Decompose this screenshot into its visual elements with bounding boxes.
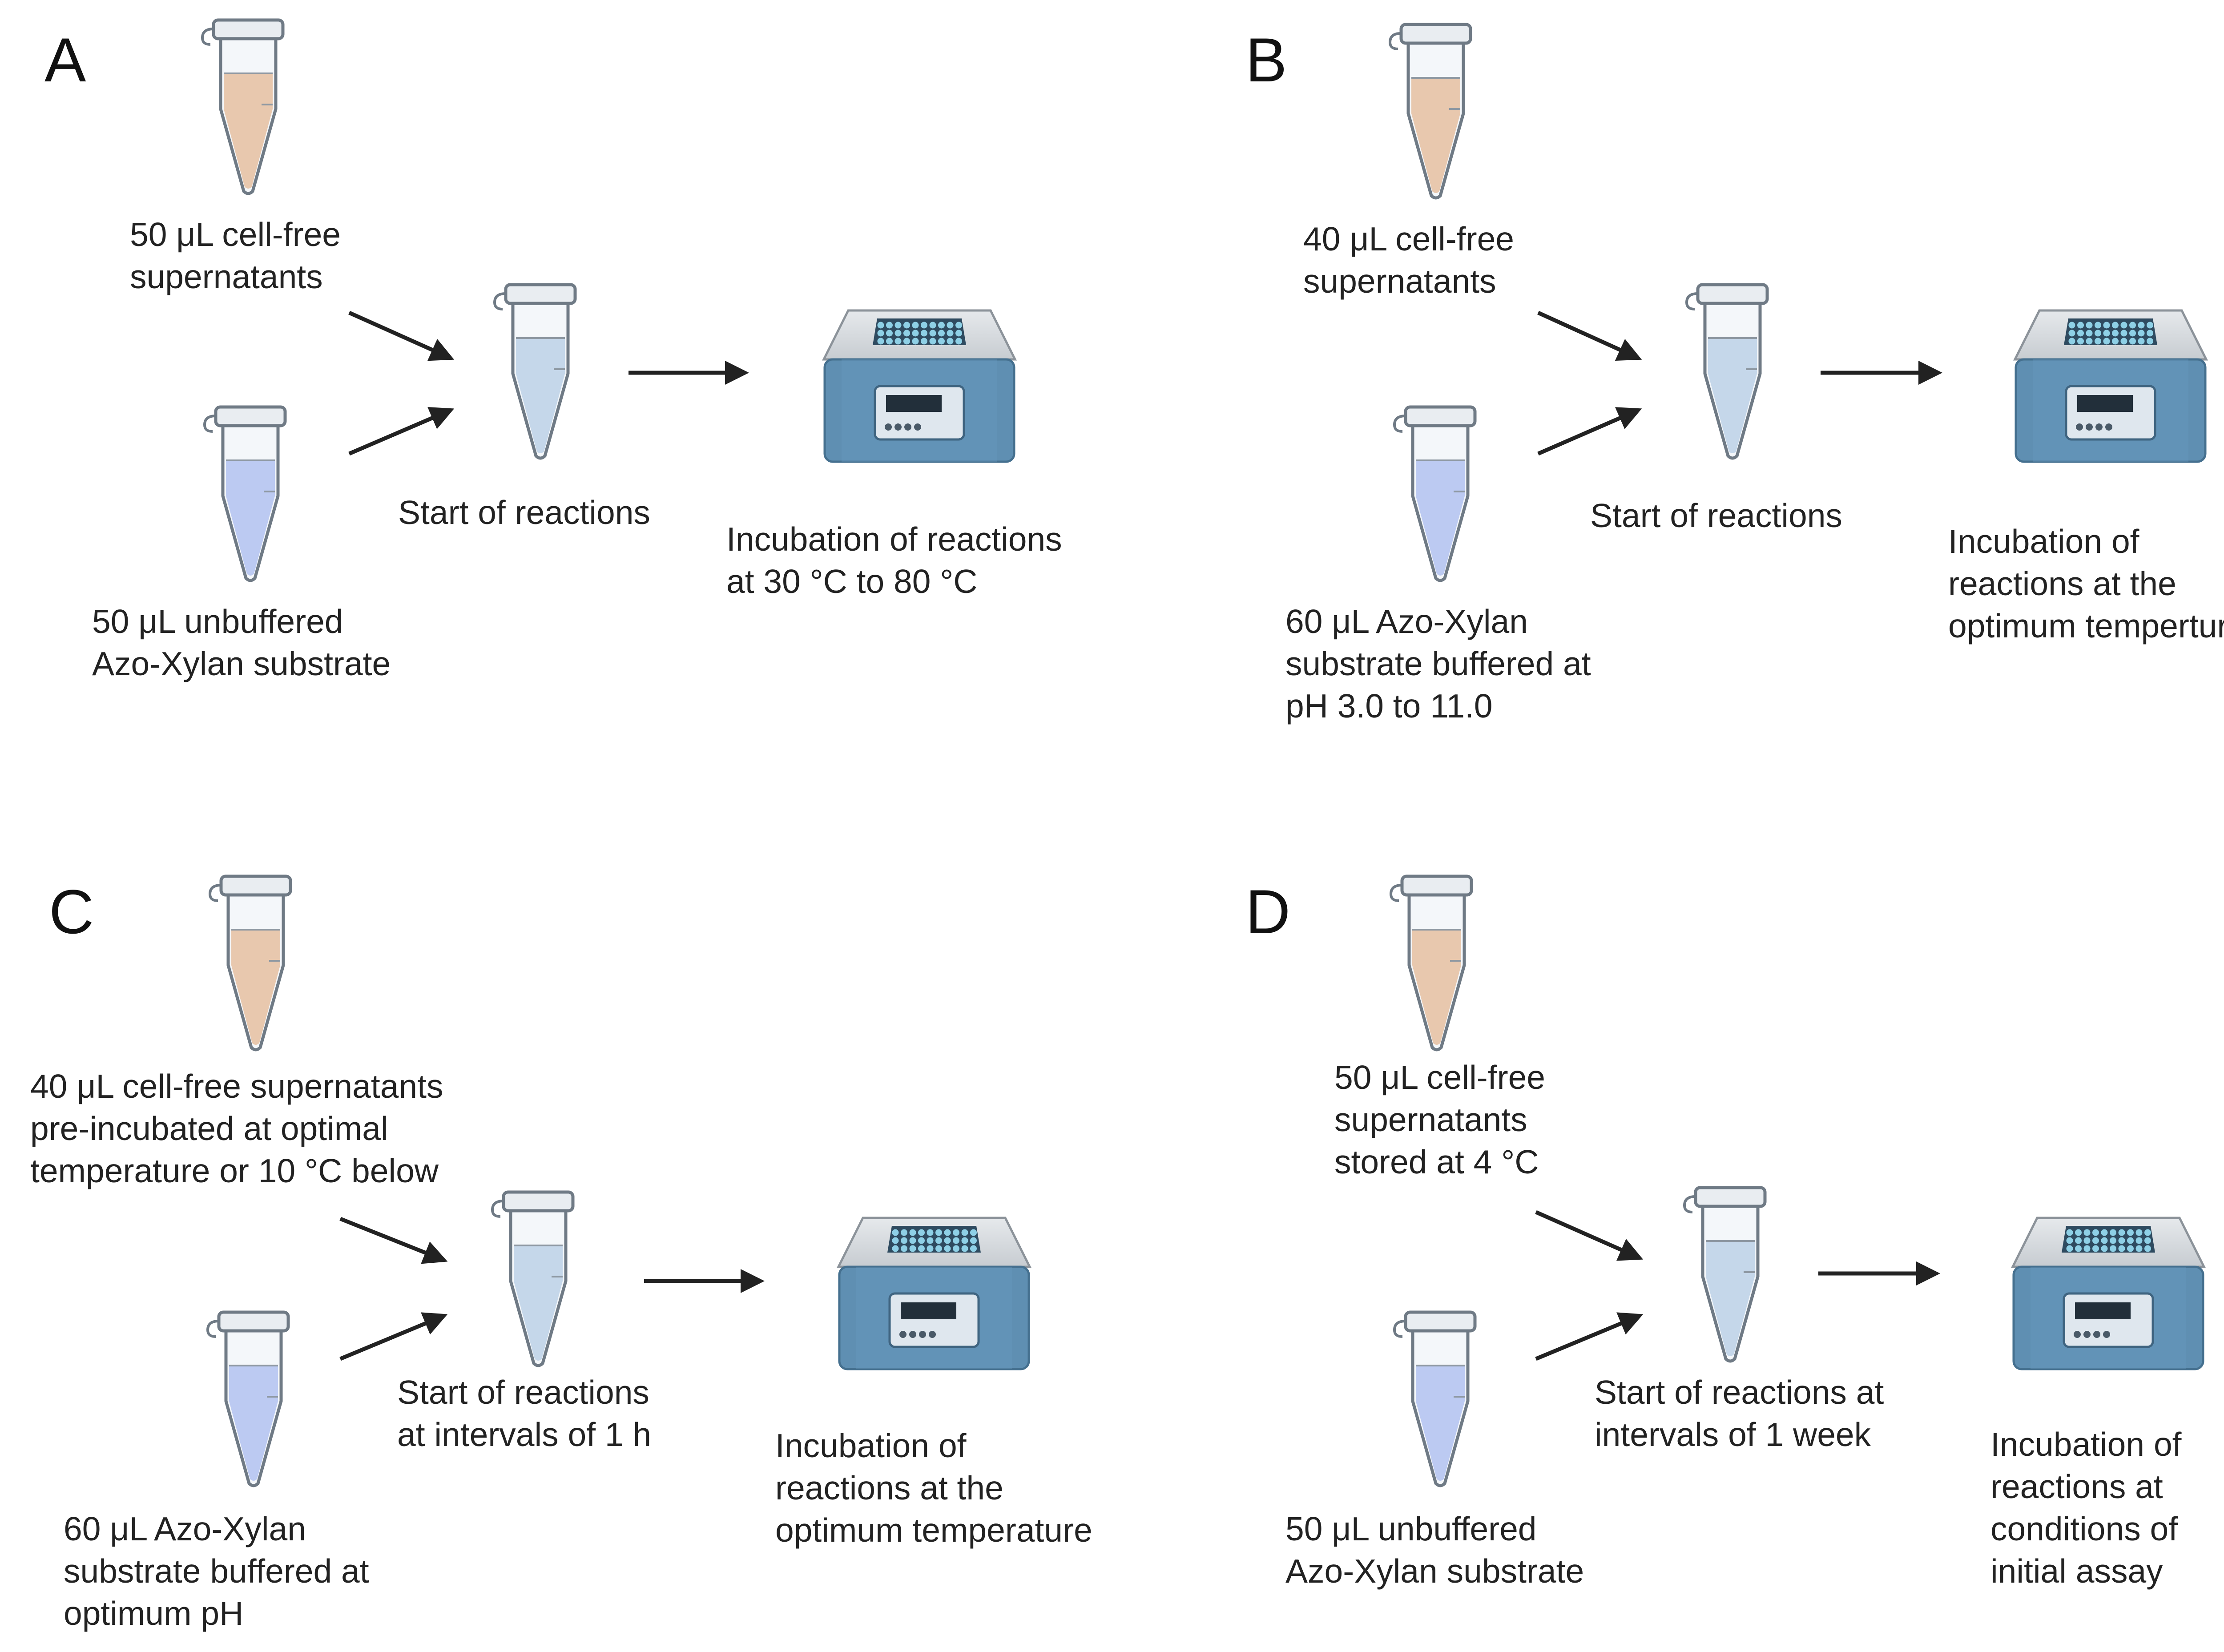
substrate-tube-icon-c	[206, 1310, 290, 1487]
supernatant-arrow-icon-d	[1535, 1210, 1644, 1261]
supernatant-label-b: 40 μL cell-free supernatants	[1303, 220, 1514, 300]
supernatant-label-d: 50 μL cell-free supernatants stored at 4…	[1334, 1059, 1545, 1181]
substrate-label-d: 50 μL unbuffered Azo-Xylan substrate	[1285, 1510, 1584, 1590]
incubation-label-b: Incubation of reactions at the optimum t…	[1948, 523, 2224, 645]
incubator-icon-c	[836, 1217, 1032, 1370]
reaction-tube-icon-d	[1683, 1186, 1767, 1363]
substrate-tube-icon-b	[1393, 405, 1477, 582]
reaction-label-a: Start of reactions	[398, 494, 650, 531]
reaction-tube-icon-b	[1685, 283, 1769, 460]
incubator-icon-d	[2010, 1217, 2206, 1370]
supernatant-label-a: 50 μL cell-free supernatants	[130, 216, 341, 295]
supernatant-tube-icon-a	[201, 18, 285, 195]
supernatant-label-c: 40 μL cell-free supernatants pre-incubat…	[30, 1068, 443, 1189]
panel-letter-c: C	[49, 877, 94, 947]
incubation-label-a: Incubation of reactions at 30 °C to 80 °…	[726, 520, 1062, 600]
supernatant-arrow-icon-b	[1537, 310, 1642, 361]
substrate-arrow-icon-c	[339, 1312, 448, 1361]
substrate-tube-icon-a	[203, 405, 287, 582]
substrate-tube-icon-d	[1393, 1310, 1477, 1487]
incubation-label-c: Incubation of reactions at the optimum t…	[775, 1427, 1092, 1549]
supernatant-arrow-icon-c	[339, 1217, 448, 1264]
panel-letter-d: D	[1245, 877, 1291, 947]
incubator-icon-a	[822, 309, 1017, 463]
incubation-label-d: Incubation of reactions at conditions of…	[1990, 1426, 2182, 1590]
panel-letter-b: B	[1245, 25, 1287, 95]
panel-letter-a: A	[44, 25, 86, 95]
supernatant-arrow-icon-a	[348, 310, 455, 361]
substrate-arrow-icon-a	[348, 407, 455, 456]
substrate-label-b: 60 μL Azo-Xylan substrate buffered at pH…	[1285, 603, 1591, 725]
reaction-label-c: Start of reactions at intervals of 1 h	[397, 1374, 652, 1453]
reaction-label-d: Start of reactions at intervals of 1 wee…	[1595, 1374, 1884, 1453]
substrate-label-a: 50 μL unbuffered Azo-Xylan substrate	[92, 603, 391, 682]
supernatant-tube-icon-d	[1389, 874, 1473, 1052]
reaction-tube-icon-a	[493, 283, 577, 460]
supernatant-tube-icon-c	[208, 874, 292, 1052]
reaction-tube-icon-c	[491, 1190, 575, 1367]
reaction-label-b: Start of reactions	[1590, 497, 1842, 534]
supernatant-tube-icon-b	[1388, 23, 1472, 200]
substrate-arrow-icon-d	[1535, 1312, 1644, 1361]
substrate-label-c: 60 μL Azo-Xylan substrate buffered at op…	[64, 1510, 369, 1632]
incubator-icon-b	[2013, 309, 2208, 463]
substrate-arrow-icon-b	[1537, 407, 1642, 456]
